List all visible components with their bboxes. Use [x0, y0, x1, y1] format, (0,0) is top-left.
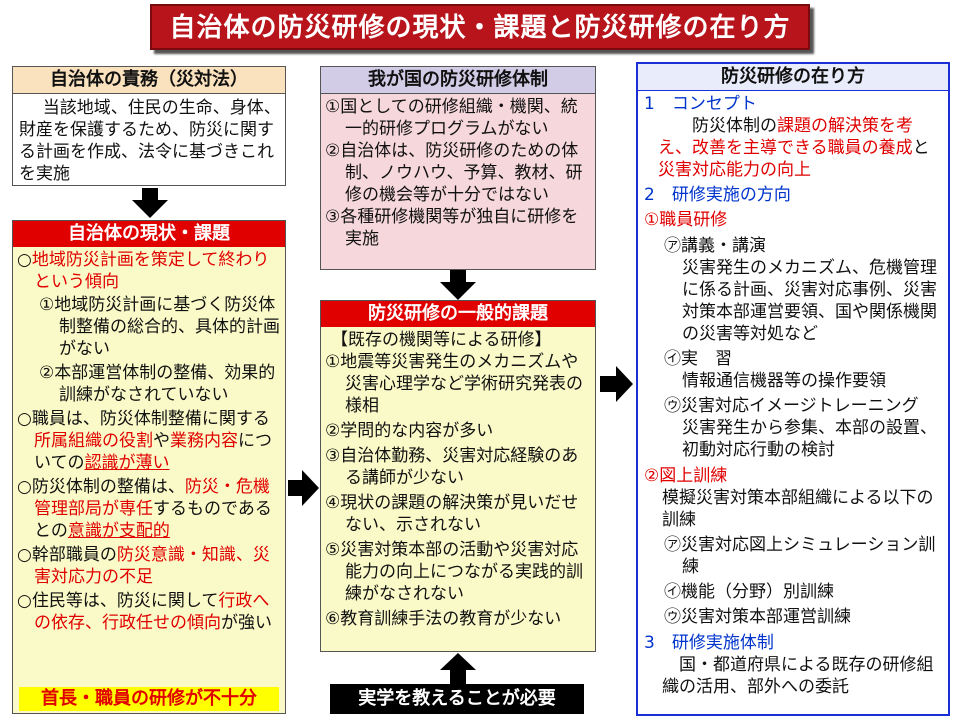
- practice-text: 情報通信機器等の操作要領: [682, 371, 886, 391]
- status-item-3-c: するものであるとの: [34, 499, 272, 541]
- arrow-right-2: [600, 366, 633, 402]
- bullet: ○: [17, 250, 32, 270]
- concept-b: 課題の解決策を考え、改善を主導できる職員の養成: [658, 116, 913, 158]
- national-item-1: ①国としての研修組織・機関、統一的研修プログラムがない: [325, 97, 578, 139]
- status-footer: 首長・職員の研修が不十分: [19, 687, 279, 711]
- lecture-heading: ㋐講義・講演: [664, 236, 766, 256]
- national-box: 我が国の防災研修体制 ①国としての研修組織・機関、統一的研修プログラムがない ②…: [320, 66, 596, 270]
- status-item-2-a: ○職員は、防災体制整備に関する: [17, 409, 270, 429]
- status-item-3-b: 防災・危機管理部局が専任: [34, 477, 270, 519]
- status-item-2-e: についての: [34, 431, 272, 473]
- concept-heading: 1 コンセプト: [644, 94, 757, 114]
- concept-d: 災害対応能力の向上: [658, 160, 811, 180]
- tabletop-heading: ②図上訓練: [644, 466, 728, 486]
- system-text: 国・都道府県による既存の研修組織の活用、部外への委託: [662, 655, 934, 697]
- concept-c: と: [912, 138, 930, 158]
- status-item-2: ○職員は、防災体制整備に関する所属組織の役割や業務内容についての認識が薄い: [17, 408, 281, 474]
- status-item-1-sub-2: ②本部運営体制の整備、効果的訓練がなされていない: [39, 363, 276, 405]
- status-item-3-a: ○防災体制の整備は、: [17, 477, 185, 497]
- status-item-3-d: 意識が支配的: [67, 521, 170, 541]
- general-item-2: ②学問的な内容が多い: [325, 421, 494, 441]
- status-item-1: ○地域防災計画を策定して終わりという傾向: [17, 249, 281, 293]
- staff-training-heading: ①職員研修: [644, 210, 728, 230]
- general-item-5: ⑤災害対策本部の活動や災害対応能力の向上につながる実践的訓練がなされない: [325, 540, 583, 604]
- status-item-3: ○防災体制の整備は、防災・危機管理部局が専任するものであるとの意識が支配的: [17, 476, 281, 542]
- responsibility-body: 当該地域、住民の生命、身体、財産を保護するため、防災に関する計画を作成、法令に基…: [19, 98, 281, 184]
- tabletop-b: ㋑機能（分野）別訓練: [664, 582, 834, 602]
- concept-text: 防災体制の課題の解決策を考え、改善を主導できる職員の養成と災害対応能力の向上: [644, 115, 944, 181]
- status-item-2-c: や: [153, 431, 170, 451]
- general-header: 防災研修の一般的課題: [321, 301, 595, 327]
- general-sub: 【既存の機関等による研修】: [331, 330, 552, 350]
- tabletop-c: ㋒災害対策本部運営訓練: [664, 607, 851, 627]
- status-item-1-text: 地域防災計画を策定して終わりという傾向: [31, 250, 270, 292]
- image-training-text: 災害発生から参集、本部の設置、初動対応行動の検討: [682, 418, 937, 460]
- general-item-1: ①地震等災害発生のメカニズムや災害心理学など学術研究発表の様相: [325, 352, 583, 416]
- tabletop-a: ㋐災害対応図上シミュレーション訓練: [664, 535, 936, 577]
- general-box: 防災研修の一般的課題 【既存の機関等による研修】 ①地震等災害発生のメカニズムや…: [320, 300, 596, 652]
- status-item-2-f: 認識が薄い: [84, 453, 170, 473]
- responsibility-box: 自治体の責務（災対法） 当該地域、住民の生命、身体、財産を保護するため、防災に関…: [12, 66, 286, 186]
- arrow-down-2: [440, 270, 476, 300]
- ideal-box: 防災研修の在り方 1 コンセプト 防災体制の課題の解決策を考え、改善を主導できる…: [636, 62, 950, 716]
- status-item-4-a: ○幹部職員の: [17, 545, 117, 565]
- concept-a: 防災体制の: [692, 116, 777, 136]
- practical-banner: 実学を教えることが必要: [330, 684, 584, 714]
- status-item-4: ○幹部職員の防災意識・知識、災害対応力の不足: [17, 544, 281, 588]
- image-training-heading: ㋒災害対応イメージトレーニング: [664, 396, 919, 416]
- national-item-3: ③各種研修機関等が独自に研修を実施: [325, 207, 579, 249]
- arrow-down-1: [132, 188, 168, 218]
- system-heading: 3 研修実施体制: [644, 633, 774, 653]
- general-item-6: ⑥教育訓練手法の教育が少ない: [325, 609, 562, 629]
- national-item-2: ②自治体は、防災研修のための体制、ノウハウ、予算、教材、研修の機会等が十分ではな…: [325, 141, 583, 205]
- ideal-header: 防災研修の在り方: [638, 64, 948, 91]
- status-item-2-d: 業務内容: [170, 431, 238, 451]
- arrow-right-1: [288, 470, 319, 506]
- status-box: 自治体の現状・課題 ○地域防災計画を策定して終わりという傾向 ①地域防災計画に基…: [12, 220, 286, 714]
- page-title: 自治体の防災研修の現状・課題と防災研修の在り方: [150, 4, 810, 50]
- status-item-1-sub-1: ①地域防災計画に基づく防災体制整備の総合的、具体的計画がない: [39, 295, 280, 359]
- status-item-5: ○住民等は、防災に関して行政への依存、行政任せの傾向が強い: [17, 590, 281, 634]
- arrow-up: [440, 653, 476, 684]
- national-header: 我が国の防災研修体制: [321, 67, 595, 94]
- direction-heading: 2 研修実施の方向: [644, 185, 791, 205]
- status-item-4-b: 防災意識・知識、災害対応力の不足: [34, 545, 270, 587]
- status-item-5-c: が強い: [221, 613, 272, 633]
- lecture-text: 災害発生のメカニズム、危機管理に係る計画、災害対応事例、災害対策本部運営要領、国…: [682, 258, 937, 344]
- tabletop-text: 模擬災害対策本部組織による以下の訓練: [662, 488, 934, 530]
- practice-heading: ㋑実 習: [664, 349, 732, 369]
- status-header: 自治体の現状・課題: [13, 221, 285, 247]
- general-item-4: ④現状の課題の解決策が見いだせない、示されない: [325, 493, 579, 535]
- responsibility-header: 自治体の責務（災対法）: [13, 67, 285, 94]
- status-item-5-b: 行政への依存、行政任せの傾向: [34, 591, 270, 633]
- general-item-3: ③自治体勤務、災害対応経験のある講師が少ない: [325, 446, 579, 488]
- status-item-2-b: 所属組織の役割: [34, 431, 153, 451]
- status-item-5-a: ○住民等は、防災に関して: [17, 591, 219, 611]
